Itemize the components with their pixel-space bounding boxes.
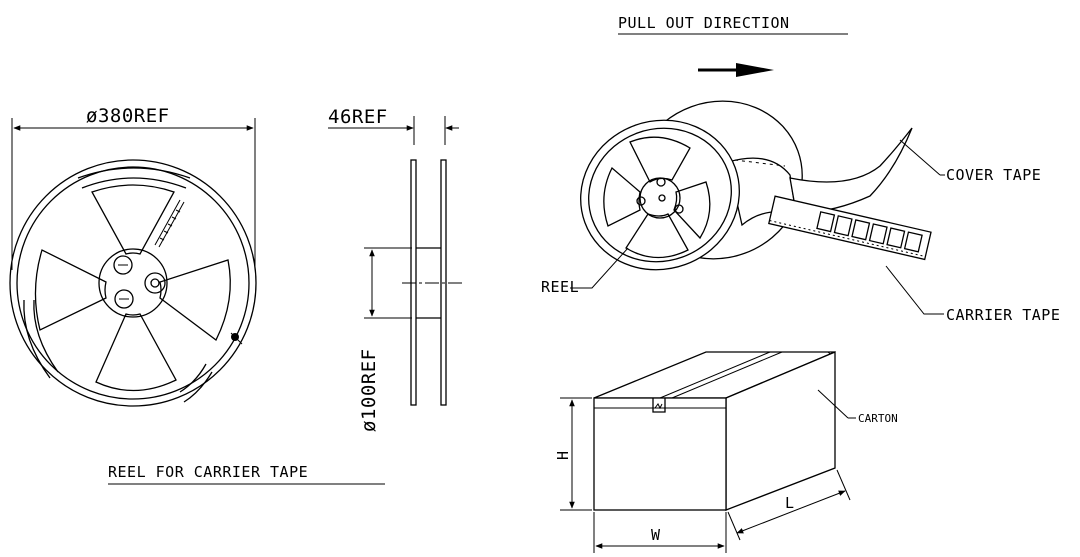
pull-direction-title: PULL OUT DIRECTION bbox=[618, 14, 790, 32]
reel-caption: REEL FOR CARRIER TAPE bbox=[108, 463, 308, 481]
carton-label: CARTON bbox=[858, 412, 898, 425]
tape-reel-view: PULL OUT DIRECTION bbox=[580, 14, 932, 271]
carton-length-label: L bbox=[785, 494, 795, 512]
reel-hub-dimension: ø100REF bbox=[358, 348, 380, 432]
reel-front-view: ø380REF bbox=[9, 105, 257, 407]
carton-view: H W L CARTON bbox=[554, 351, 898, 553]
pull-direction-arrow-icon bbox=[736, 63, 774, 77]
reel-diameter-dimension: ø380REF bbox=[86, 105, 170, 127]
reel-tape-marks bbox=[154, 199, 185, 248]
carton-width-label: W bbox=[651, 526, 661, 544]
callouts: COVER TAPE REEL CARRIER TAPE bbox=[541, 139, 1060, 324]
carton-height-label: H bbox=[554, 450, 572, 460]
cover-tape-label: COVER TAPE bbox=[946, 166, 1041, 184]
reel-side-view: 46REF ø100REF REEL FOR CARRIER TAPE bbox=[108, 106, 463, 485]
reel-label: REEL bbox=[541, 278, 579, 296]
carrier-tape-label: CARRIER TAPE bbox=[946, 306, 1060, 324]
reel-width-dimension: 46REF bbox=[328, 106, 388, 128]
